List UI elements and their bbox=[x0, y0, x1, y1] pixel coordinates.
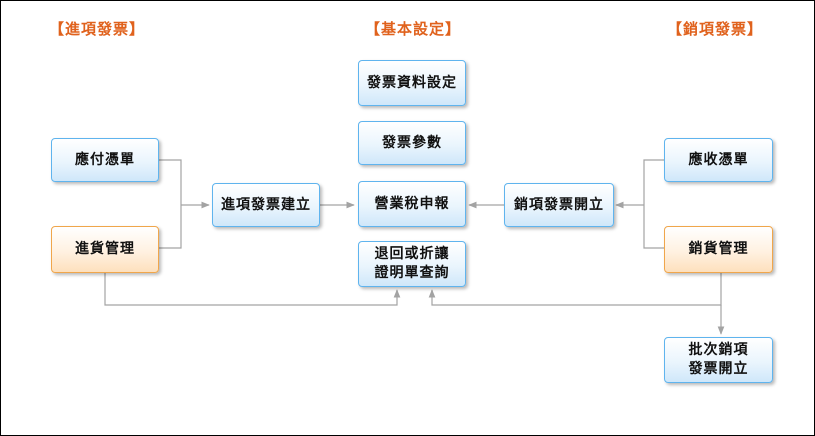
return-allowance-query-button[interactable]: 退回或折讓 證明單查詢 bbox=[358, 241, 466, 287]
connector-sales-mgmt-to-return-query bbox=[428, 273, 722, 306]
purchase-invoice-create-label: 進項發票建立 bbox=[221, 196, 311, 213]
sales-management-button[interactable]: 銷貨管理 bbox=[664, 226, 773, 273]
invoice-data-setup-label: 發票資料設定 bbox=[367, 74, 457, 91]
invoice-parameters-label: 發票參數 bbox=[382, 134, 442, 151]
vat-filing-button[interactable]: 營業稅申報 bbox=[358, 181, 466, 227]
invoice-data-setup-button[interactable]: 發票資料設定 bbox=[358, 60, 466, 106]
connector-receivable-to-bracket bbox=[643, 159, 664, 249]
receivable-voucher-button[interactable]: 應收憑單 bbox=[664, 138, 773, 182]
purchase-management-label: 進貨管理 bbox=[75, 241, 135, 257]
heading-purchase-invoices: 【進項發票】 bbox=[49, 20, 146, 38]
batch-sales-invoice-label-line1: 批次銷項 bbox=[688, 342, 749, 358]
heading-basic-settings: 【基本設定】 bbox=[365, 20, 462, 38]
connector-purchase-mgmt-to-return-query bbox=[104, 273, 401, 306]
connector-payable-to-bracket bbox=[159, 159, 182, 249]
return-allowance-label-line2: 證明單查詢 bbox=[374, 265, 450, 281]
batch-sales-invoice-label-line2: 發票開立 bbox=[688, 361, 749, 377]
sales-invoice-issue-button[interactable]: 銷項發票開立 bbox=[504, 183, 614, 227]
sales-management-label: 銷貨管理 bbox=[688, 241, 749, 257]
payable-voucher-button[interactable]: 應付憑單 bbox=[51, 138, 159, 182]
vat-filing-label: 營業稅申報 bbox=[374, 195, 450, 212]
receivable-voucher-label: 應收憑單 bbox=[688, 151, 749, 168]
payable-voucher-label: 應付憑單 bbox=[75, 151, 135, 168]
heading-sales-invoices: 【銷項發票】 bbox=[667, 20, 764, 38]
sales-invoice-issue-label: 銷項發票開立 bbox=[514, 196, 604, 213]
batch-sales-invoice-issue-button[interactable]: 批次銷項 發票開立 bbox=[664, 337, 773, 383]
return-allowance-label-line1: 退回或折讓 bbox=[374, 246, 450, 262]
purchase-management-button[interactable]: 進貨管理 bbox=[51, 226, 159, 273]
invoice-parameters-button[interactable]: 發票參數 bbox=[358, 121, 466, 165]
purchase-invoice-create-button[interactable]: 進項發票建立 bbox=[212, 183, 320, 227]
